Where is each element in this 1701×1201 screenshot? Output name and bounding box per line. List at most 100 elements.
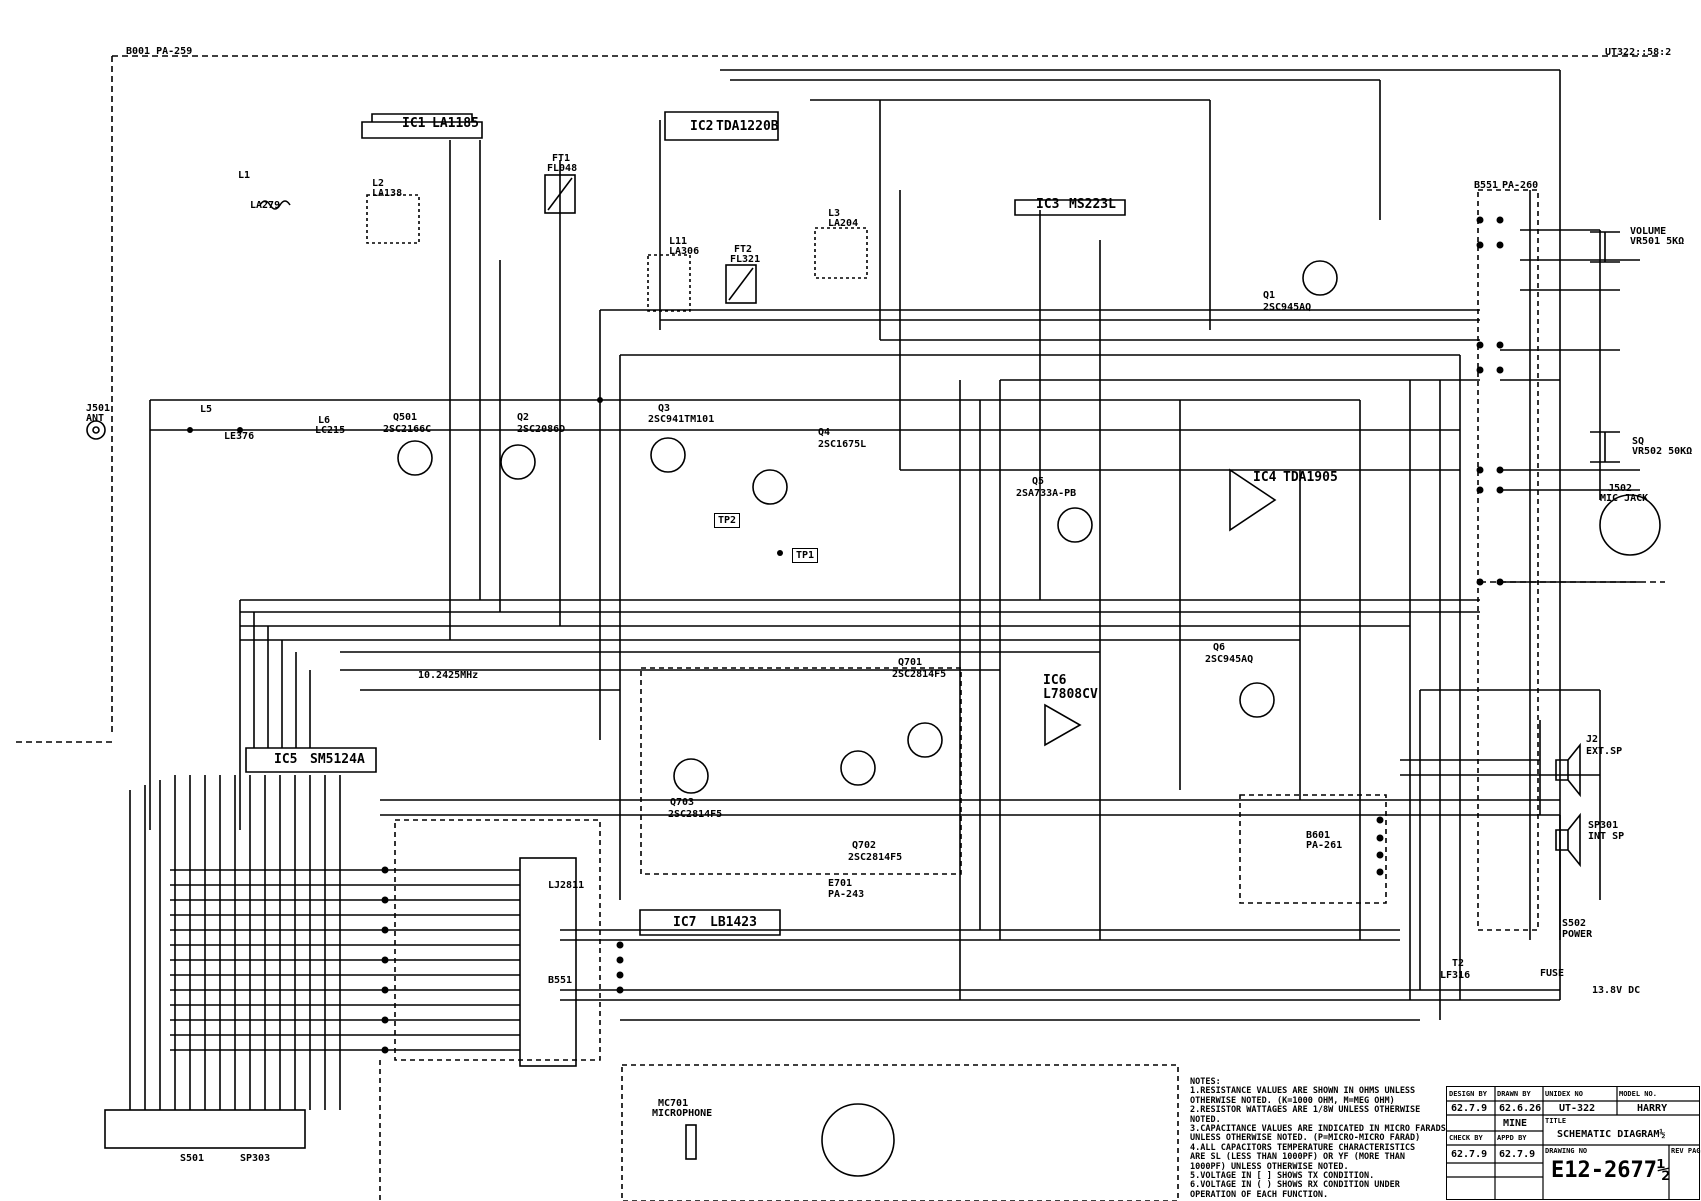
- t2-ref: T2: [1452, 958, 1465, 969]
- q703-label: Q703: [670, 797, 695, 808]
- x1-text: 10.2425MHz: [418, 670, 479, 681]
- q5-part: 2SA733A-PB: [1016, 488, 1077, 499]
- j501-ref: J501: [86, 403, 111, 414]
- ic4-label: IC4: [1253, 470, 1277, 485]
- j502-ref: J502: [1608, 483, 1633, 494]
- ic6-label: IC6: [1043, 673, 1067, 688]
- tp2-test-point: TP2: [714, 513, 741, 528]
- drawing-number: E12-2677½: [1551, 1158, 1671, 1183]
- j502-text: MIC JACK: [1600, 493, 1649, 504]
- s501-text: SP303: [240, 1153, 271, 1164]
- q2-label: Q2: [517, 412, 530, 423]
- q3-part: 2SC941TM101: [648, 414, 715, 425]
- q1-label: Q1: [1263, 290, 1276, 301]
- l11-text: LA306: [669, 246, 700, 257]
- sq-text: VR502 50KΩ: [1632, 446, 1693, 457]
- check-date: 62.7.9: [1451, 1149, 1488, 1160]
- ic4-part: TDA1905: [1283, 470, 1338, 485]
- q5-label: Q5: [1032, 476, 1045, 487]
- ic5-part: SM5124A: [310, 752, 365, 767]
- approve-date: 62.7.9: [1499, 1149, 1536, 1160]
- q701-label: Q701: [898, 657, 923, 668]
- schematic-notes: NOTES: 1.RESISTANCE VALUES ARE SHOWN IN …: [1190, 1077, 1446, 1200]
- q703-part: 2SC2814F5: [668, 809, 723, 820]
- drawn-date: 62.6.26: [1499, 1103, 1542, 1114]
- s502-ref: S502: [1562, 918, 1587, 929]
- volume-text: VR501 5KΩ: [1630, 236, 1685, 247]
- e701-text: PA-243: [828, 889, 865, 900]
- ic1-label: IC1: [402, 116, 426, 131]
- ic5-label: IC5: [274, 752, 298, 767]
- board-label: B001 PA-259: [126, 46, 193, 57]
- b551-ic-part: LJ2811: [548, 880, 585, 891]
- title-label: TITLE: [1545, 1117, 1567, 1125]
- ft2-ref: FT2: [734, 244, 753, 255]
- j2-ref: J2: [1586, 734, 1599, 745]
- notes-line: ARE SL (LESS THAN 1000PF) OR YF (MORE TH…: [1190, 1152, 1405, 1163]
- q702-part: 2SC2814F5: [848, 852, 903, 863]
- q701-part: 2SC2814F5: [892, 669, 947, 680]
- b551-ref: B551: [1474, 180, 1499, 191]
- approved-by-label: APPD BY: [1497, 1134, 1527, 1142]
- ft1-text: FL048: [547, 163, 578, 174]
- sq-ref: SQ: [1632, 436, 1645, 447]
- ic2-label: IC2: [690, 119, 714, 134]
- l3-ref: L3: [828, 208, 841, 219]
- s501-ref: S501: [180, 1153, 205, 1164]
- drawn-by-label: DRAWN BY: [1497, 1090, 1531, 1098]
- ic6-part: L7808CV: [1043, 687, 1098, 702]
- l2-text: LA138: [372, 188, 403, 199]
- b551-ic-label: B551: [548, 975, 573, 986]
- q501-part: 2SC2166C: [383, 424, 432, 435]
- document-code: UT322::58:2: [1605, 47, 1672, 58]
- ic1-part: LA1185: [432, 116, 479, 131]
- fuse-ref: FUSE: [1540, 968, 1565, 979]
- design-by-label: DESIGN BY: [1449, 1090, 1487, 1098]
- q4-label: Q4: [818, 427, 831, 438]
- q4-part: 2SC1675L: [818, 439, 867, 450]
- b601-text: PA-261: [1306, 840, 1343, 851]
- notes-line: 6.VOLTAGE IN ( ) SHOWS RX CONDITION UNDE…: [1190, 1180, 1400, 1191]
- notes-line: 1.RESISTANCE VALUES ARE SHOWN IN OHMS UN…: [1190, 1086, 1416, 1097]
- l6-ref: L6: [318, 415, 331, 426]
- mc701-text: MICROPHONE: [652, 1108, 713, 1119]
- design-date: 62.7.9: [1451, 1103, 1488, 1114]
- tp1-test-point: TP1: [792, 548, 819, 563]
- model-no-label: MODEL NO.: [1619, 1090, 1657, 1098]
- title-block-grid: [1447, 1087, 1699, 1199]
- b601-ref: B601: [1306, 830, 1331, 841]
- q702-label: Q702: [852, 840, 877, 851]
- notes-line: OPERATION OF EACH FUNCTION.: [1190, 1189, 1329, 1200]
- q6-part: 2SC945AQ: [1205, 654, 1254, 665]
- s502-text: POWER: [1562, 929, 1593, 940]
- j501-text: ANT: [86, 413, 105, 424]
- sp301-text: INT SP: [1588, 831, 1625, 842]
- q2-part: 2SC2086D: [517, 424, 566, 435]
- q501-label: Q501: [393, 412, 418, 423]
- notes-line: 3.CAPACITANCE VALUES ARE INDICATED IN MI…: [1190, 1124, 1446, 1135]
- drawing-no-label: DRAWING NO: [1545, 1147, 1588, 1155]
- model-value: HARRY: [1637, 1103, 1668, 1114]
- l3-text: LA204: [828, 218, 859, 229]
- volume-ref: VOLUME: [1630, 226, 1667, 237]
- drawing-title: SCHEMATIC DIAGRAM½: [1557, 1129, 1666, 1140]
- ic7-label: IC7: [673, 915, 697, 930]
- notes-line: 4.ALL CAPACITORS TEMPERATURE CHARACTERIS…: [1190, 1142, 1416, 1153]
- unidex-no-label: UNIDEX NO: [1545, 1090, 1583, 1098]
- ic2-part: TDA1220B: [716, 119, 779, 134]
- e701-ref: E701: [828, 878, 853, 889]
- notes-line: 1000PF) UNLESS OTHERWISE NOTED.: [1190, 1161, 1349, 1172]
- q3-label: Q3: [658, 403, 671, 414]
- ft1-ref: FT1: [552, 153, 571, 164]
- l1-ref: L1: [238, 170, 251, 181]
- q6-label: Q6: [1213, 642, 1226, 653]
- ft2-text: FL321: [730, 254, 761, 265]
- l1-text: LA279: [250, 200, 281, 211]
- ic3-part: MS223L: [1069, 197, 1116, 212]
- notes-line: 5.VOLTAGE IN [ ] SHOWS TX CONDITION.: [1190, 1171, 1375, 1182]
- l5-text: LE376: [224, 431, 255, 442]
- notes-line: UNLESS OTHERWISE NOTED. (P=MICRO-MICRO F…: [1190, 1133, 1421, 1144]
- notes-line: OTHERWISE NOTED. (K=1000 OHM, M=MEG OHM): [1190, 1095, 1395, 1106]
- l6-text: LC215: [315, 425, 346, 436]
